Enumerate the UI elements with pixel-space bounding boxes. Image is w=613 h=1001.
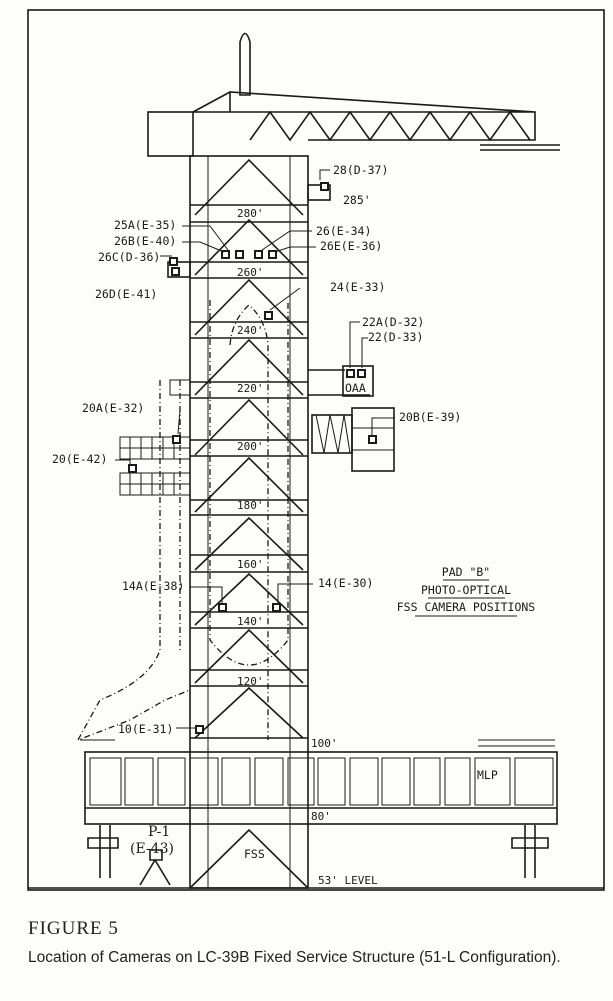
access-arms xyxy=(119,184,395,496)
hammerhead-crane xyxy=(147,91,560,157)
camera-label-20a: 20A(E-32) xyxy=(82,401,144,415)
level-280: 280' xyxy=(237,207,264,220)
orbiter-outline xyxy=(76,380,191,742)
level-260: 260' xyxy=(237,266,264,279)
camera-label-14a: 14A(E-38) xyxy=(122,579,184,593)
level-160: 160' xyxy=(237,558,264,571)
legend-block: PAD "B" PHOTO-OPTICAL FSS CAMERA POSITIO… xyxy=(397,565,536,617)
camera-label-26e: 26E(E-36) xyxy=(320,239,382,253)
fss-label: FSS xyxy=(244,847,265,861)
mobile-launcher-platform xyxy=(80,739,558,886)
camera-markers xyxy=(128,182,377,734)
vehicle-nose xyxy=(239,32,251,96)
level-200: 200' xyxy=(237,440,264,453)
camera-label-20b: 20B(E-39) xyxy=(399,410,461,424)
leader-lines xyxy=(115,169,395,729)
camera-label-26d: 26D(E-41) xyxy=(95,287,157,301)
camera-label-24: 24(E-33) xyxy=(330,280,385,294)
level-120: 120' xyxy=(237,675,264,688)
legend-line-3: FSS CAMERA POSITIONS xyxy=(397,600,536,614)
camera-label-26c: 26C(D-36) xyxy=(98,250,160,264)
camera-label-28: 28(D-37) xyxy=(333,163,388,177)
figure-caption: Location of Cameras on LC-39B Fixed Serv… xyxy=(28,949,561,966)
camera-label-p1-code: (E-43) xyxy=(130,841,174,857)
camera-label-26: 26(E-34) xyxy=(316,224,371,238)
legend-line-1: PAD "B" xyxy=(442,565,490,579)
level-220: 220' xyxy=(237,382,264,395)
level-285: 285' xyxy=(343,193,371,207)
level-240: 240' xyxy=(237,324,264,337)
camera-label-22a: 22A(D-32) xyxy=(362,315,424,329)
camera-label-14: 14(E-30) xyxy=(318,576,373,590)
level-53: 53' LEVEL xyxy=(318,874,378,887)
camera-label-22: 22(D-33) xyxy=(368,330,423,344)
figure-border xyxy=(27,9,605,891)
camera-label-25a: 25A(E-35) xyxy=(114,218,176,232)
camera-label-26b: 26B(E-40) xyxy=(114,234,176,248)
legend-line-2: PHOTO-OPTICAL xyxy=(421,583,511,597)
camera-label-10: 10(E-31) xyxy=(118,722,173,736)
camera-label-p1: P-1 xyxy=(148,824,170,840)
level-140: 140' xyxy=(237,615,264,628)
level-80: 80' xyxy=(311,810,331,823)
level-180: 180' xyxy=(237,499,264,512)
figure-number: FIGURE 5 xyxy=(28,918,119,939)
level-100: 100' xyxy=(311,737,338,750)
mlp-label: MLP xyxy=(477,768,498,782)
oaa-label: OAA xyxy=(345,381,366,395)
camera-label-20: 20(E-42) xyxy=(52,452,107,466)
